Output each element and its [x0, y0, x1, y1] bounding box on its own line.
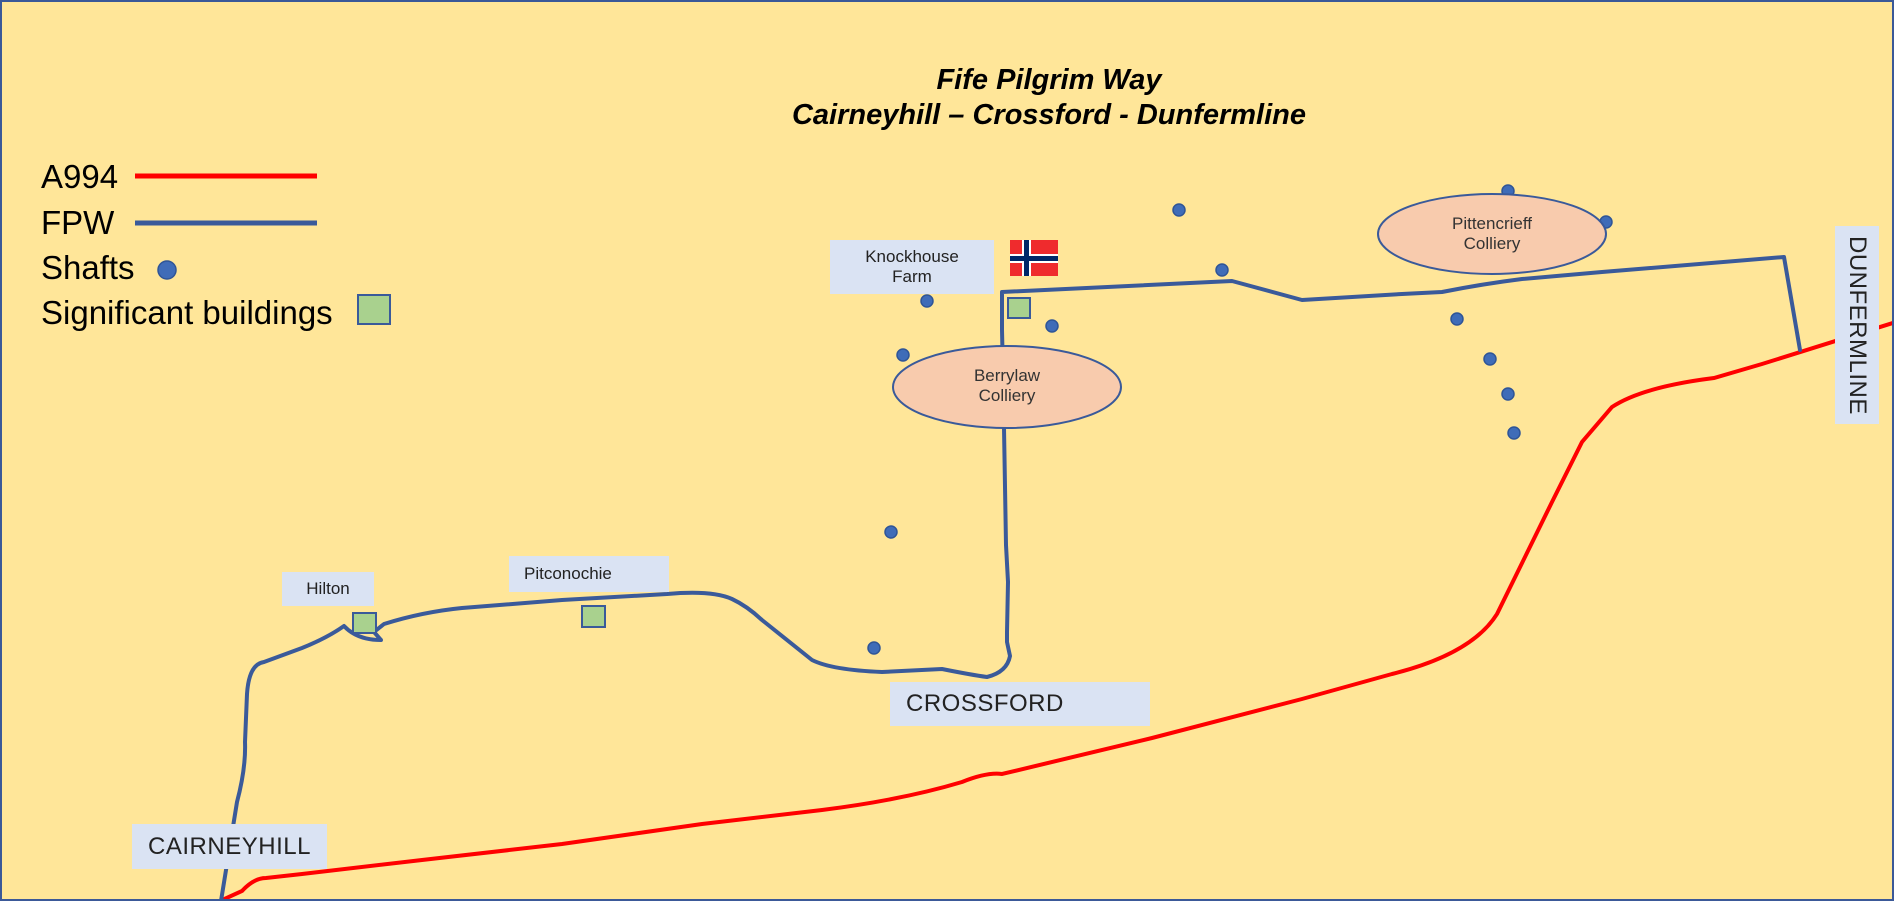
shaft: [157, 260, 177, 280]
pitconochie-label: Pitconochie: [509, 556, 669, 592]
legend-road-label: A994: [41, 158, 119, 195]
building: [357, 294, 391, 325]
shaft: [1450, 312, 1464, 326]
a994-road: [219, 321, 1892, 899]
building: [581, 605, 606, 628]
legend-path-label: FPW: [41, 204, 115, 241]
shaft: [867, 641, 881, 655]
legend-buildings-label: Significant buildings: [41, 294, 333, 331]
shaft: [920, 294, 934, 308]
knockhouse-farm-label: Knockhouse Farm: [830, 240, 994, 294]
shaft: [1501, 387, 1515, 401]
legend-shafts-label: Shafts: [41, 249, 135, 286]
shaft: [1483, 352, 1497, 366]
map-title: Fife Pilgrim Way: [936, 64, 1162, 96]
cairneyhill-label: CAIRNEYHILL: [132, 824, 327, 869]
berrylaw-colliery: [892, 345, 1122, 429]
shaft: [1045, 319, 1059, 333]
building: [352, 612, 377, 634]
shaft: [1172, 203, 1186, 217]
shaft: [896, 348, 910, 362]
shaft: [884, 525, 898, 539]
pittencrieff-colliery: [1377, 193, 1607, 275]
crossford-label: CROSSFORD: [890, 682, 1150, 726]
pittencrieff-colliery-label: Pittencrieff Colliery: [1451, 214, 1532, 253]
fpw-path: [219, 255, 1802, 899]
map-subtitle: Cairneyhill – Crossford - Dunfermline: [791, 99, 1307, 131]
shaft: [1215, 263, 1229, 277]
shaft: [1507, 426, 1521, 440]
dunfermline-label: DUNFERMLINE: [1835, 226, 1879, 424]
hilton-label: Hilton: [282, 572, 374, 606]
berrylaw-colliery-label: Berrylaw Colliery: [973, 366, 1041, 405]
norwegian-flag-icon: [1010, 240, 1058, 276]
building: [1007, 297, 1031, 319]
